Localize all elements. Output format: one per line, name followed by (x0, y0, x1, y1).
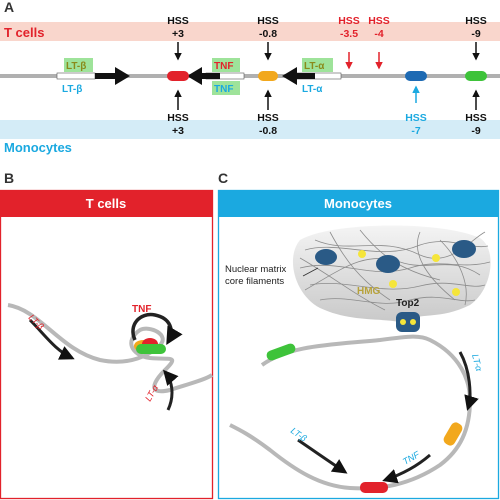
mono-tnf-arrow (382, 453, 431, 484)
top-hss-2: HSS -0.8 (257, 15, 279, 61)
tnf-arrow (187, 67, 245, 85)
ltb-label-top: LT-β (66, 61, 86, 72)
panel-b-letter: B (4, 170, 14, 186)
hss-value: -9 (471, 125, 480, 137)
hss-label: HSS (405, 112, 427, 124)
monocyte-dna (229, 334, 473, 491)
matrix-label-line1: Nuclear matrix (225, 264, 286, 275)
panel-b-frame (0, 189, 214, 500)
lta-label-box (302, 58, 333, 72)
top-hss-4: HSS -4 (368, 15, 390, 70)
hss-value: -9 (471, 28, 480, 40)
tcell-tnf-arrow (131, 312, 183, 346)
hss-label: HSS (167, 15, 189, 27)
tnf-label-top: TNF (214, 61, 233, 72)
hss-label: HSS (465, 112, 487, 124)
ltb-label-box (64, 58, 93, 72)
hss-value: -0.8 (259, 125, 277, 137)
mono-red-site (360, 482, 388, 493)
hss-minus7-site (405, 71, 427, 81)
top2-dot-1 (400, 319, 406, 325)
hss-label: HSS (167, 112, 189, 124)
monocyte-band (0, 120, 500, 139)
lta-label-top: LT-α (304, 61, 325, 72)
panel-c-title: Monocytes (324, 196, 392, 211)
hss-label: HSS (338, 15, 360, 27)
panel-b-title: T cells (86, 196, 126, 211)
hss-value: -7 (411, 125, 420, 137)
hmg-dot-1 (358, 250, 366, 258)
top-hss-3: HSS -3.5 (338, 15, 360, 70)
hss-value: -0.8 (259, 28, 277, 40)
mono-ltb-arrow (297, 438, 348, 474)
hss-label: HSS (257, 112, 279, 124)
panel-b-header (0, 190, 213, 217)
matrix-label-line2: core filaments (225, 276, 284, 287)
tcells-row-label: T cells (4, 25, 44, 40)
hss-value: -3.5 (340, 28, 358, 40)
matrix-protein-2 (376, 255, 400, 273)
mono-lta-label: LT-α (470, 353, 484, 373)
hss-label: HSS (368, 15, 390, 27)
top2-label: Top2 (396, 298, 420, 309)
hss-value: -4 (374, 28, 383, 40)
hss-label: HSS (465, 15, 487, 27)
hmg-dot-2 (432, 254, 440, 262)
top-hss-5: HSS -9 (465, 15, 487, 61)
hmg-dot-3 (389, 280, 397, 288)
tcell-ltb-arrow (28, 318, 75, 360)
tcell-lta-arrow (163, 369, 179, 411)
tcell-band (0, 22, 500, 41)
bottom-hss-1: HSS +3 (167, 89, 189, 137)
tnf-label-bottom: TNF (214, 84, 233, 95)
tcell-tnf-label: TNF (132, 304, 151, 315)
lta-arrow (282, 67, 342, 85)
hss-value: +3 (172, 28, 184, 40)
hss-plus3-site (167, 71, 189, 81)
hss-value: +3 (172, 125, 184, 137)
ltb-label-bottom: LT-β (62, 84, 82, 95)
monocytes-row-label: Monocytes (4, 140, 72, 155)
hmg-label: HMG (357, 286, 381, 297)
bottom-hss-2: HSS -0.8 (257, 89, 279, 137)
hss-label: HSS (257, 15, 279, 27)
panel-c-header (218, 190, 499, 217)
hss-minus9-site (465, 71, 487, 81)
matrix-pointer (302, 267, 319, 277)
tcell-green-site (136, 344, 166, 354)
mono-green-site (266, 343, 296, 361)
top-hss-1: HSS +3 (167, 15, 189, 61)
tnf-label-box-top (212, 58, 240, 72)
mono-orange-site (443, 422, 463, 446)
bottom-hss-4: HSS -9 (465, 89, 487, 137)
hmg-dot-4 (452, 288, 460, 296)
panel-c-letter: C (218, 170, 228, 186)
panel-a-letter: A (4, 0, 14, 15)
ltb-arrow (56, 67, 130, 85)
matrix-protein-1 (315, 249, 337, 265)
nuclear-matrix (292, 225, 491, 322)
mono-lta-arrow (458, 351, 479, 411)
tnf-label-box-bottom (212, 81, 240, 95)
hss-minus08-site (258, 71, 278, 81)
top2-protein (396, 312, 420, 332)
top2-dot-2 (410, 319, 416, 325)
bottom-hss-3: HSS -7 (405, 85, 427, 137)
lta-label-bottom: LT-α (302, 84, 323, 95)
matrix-protein-3 (452, 240, 476, 258)
